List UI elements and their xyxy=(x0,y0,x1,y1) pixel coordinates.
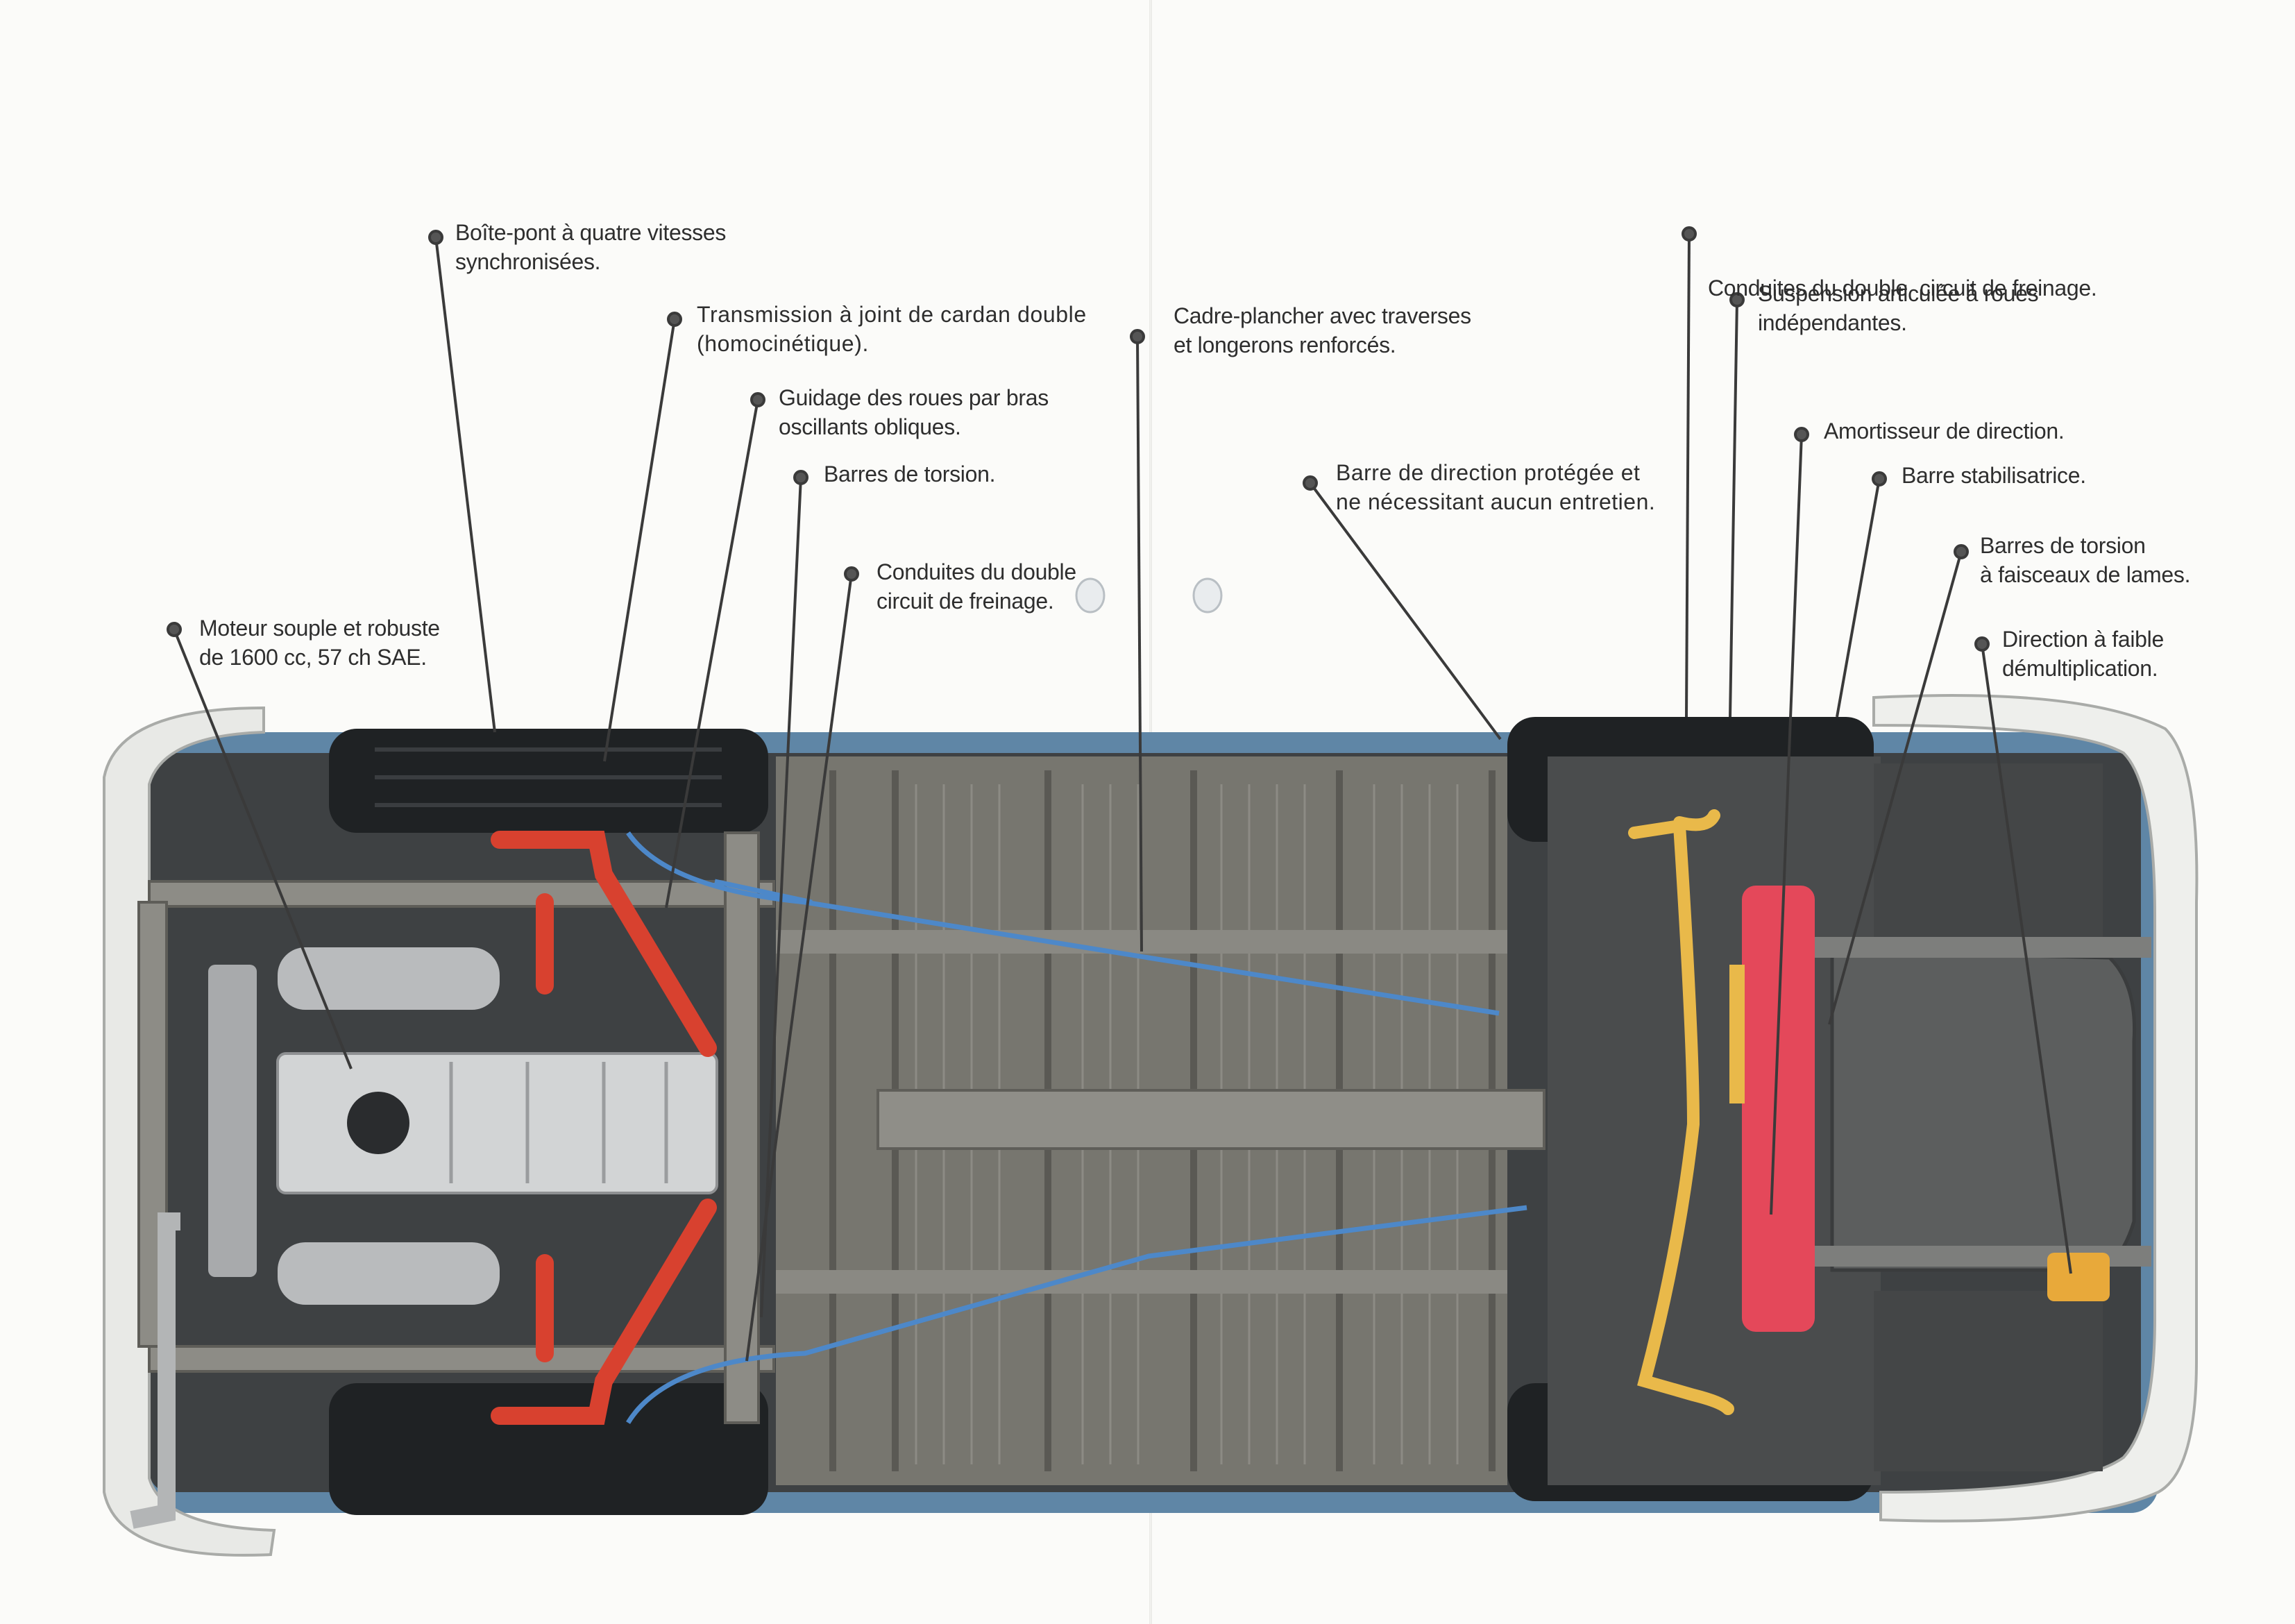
label-line: et longerons renforcés. xyxy=(1174,332,1396,357)
label-line: Moteur souple et robuste xyxy=(199,616,440,641)
label-conduites-arriere: Conduites du double circuit de freinage. xyxy=(876,557,1076,616)
label-line: Barre stabilisatrice. xyxy=(1902,463,2086,488)
label-moteur: Moteur souple et robuste de 1600 cc, 57 … xyxy=(199,614,440,672)
label-line: indépendantes. xyxy=(1758,310,1907,335)
label-conduites-avant: Conduites du double circuit de freinage. xyxy=(1708,215,2097,361)
central-tunnel xyxy=(876,1089,1545,1150)
label-barres-torsion-arriere: Barres de torsion. xyxy=(824,459,995,489)
label-line: démultiplication. xyxy=(2002,656,2158,681)
label-line: Conduites du double circuit de freinage. xyxy=(1708,276,2097,301)
label-direction-faible: Direction à faible démultiplication. xyxy=(2002,625,2164,683)
label-line: Transmission à joint de cardan double xyxy=(697,302,1087,327)
label-barres-torsion-avant: Barres de torsion à faisceaux de lames. xyxy=(1980,531,2191,589)
label-line: Cadre-plancher avec traverses xyxy=(1174,303,1471,328)
label-line: ne nécessitant aucun entretien. xyxy=(1336,489,1656,514)
label-barre-stabilisatrice: Barre stabilisatrice. xyxy=(1902,461,2086,490)
label-line: Boîte-pont à quatre vitesses xyxy=(455,220,727,245)
label-suspension: Suspension articulée à roues indépendant… xyxy=(1758,279,2039,337)
label-line: (homocinétique). xyxy=(697,331,869,356)
label-amortisseur: Amortisseur de direction. xyxy=(1824,416,2065,446)
label-transmission: Transmission à joint de cardan double (h… xyxy=(697,300,1087,358)
label-line: Guidage des roues par bras xyxy=(779,385,1049,410)
label-line: Barre de direction protégée et xyxy=(1336,460,1641,485)
label-line: circuit de freinage. xyxy=(876,589,1054,614)
label-line: Suspension articulée à roues xyxy=(1758,281,2039,306)
label-line: Amortisseur de direction. xyxy=(1824,418,2065,443)
exhaust-pipe xyxy=(130,1212,180,1529)
label-line: Barres de torsion. xyxy=(824,462,996,487)
stabilizer-bar xyxy=(1628,809,1734,1415)
front-bumper xyxy=(1872,694,2199,1523)
engine xyxy=(208,947,718,1305)
label-boite-pont: Boîte-pont à quatre vitesses synchronisé… xyxy=(455,218,726,276)
label-line: de 1600 cc, 57 ch SAE. xyxy=(199,645,427,670)
steering-beam xyxy=(1742,886,1815,1332)
label-line: oscillants obliques. xyxy=(779,414,961,439)
label-line: Direction à faible xyxy=(2002,627,2164,652)
steering-box xyxy=(2047,1253,2110,1301)
label-line: Conduites du double xyxy=(876,559,1076,584)
brake-lines xyxy=(626,831,1527,1424)
label-line: Barres de torsion xyxy=(1980,533,2146,558)
label-line: à faisceaux de lames. xyxy=(1980,562,2191,587)
rear-suspension-arms xyxy=(491,831,717,1425)
front-axle-area xyxy=(1548,756,2151,1485)
label-guidage: Guidage des roues par bras oscillants ob… xyxy=(779,383,1049,441)
leader-lines xyxy=(167,226,2072,1362)
label-cadre-plancher: Cadre-plancher avec traverses et longero… xyxy=(1174,301,1471,360)
label-barre-direction: Barre de direction protégée et ne nécess… xyxy=(1336,458,1655,516)
label-line: synchronisées. xyxy=(455,249,601,274)
